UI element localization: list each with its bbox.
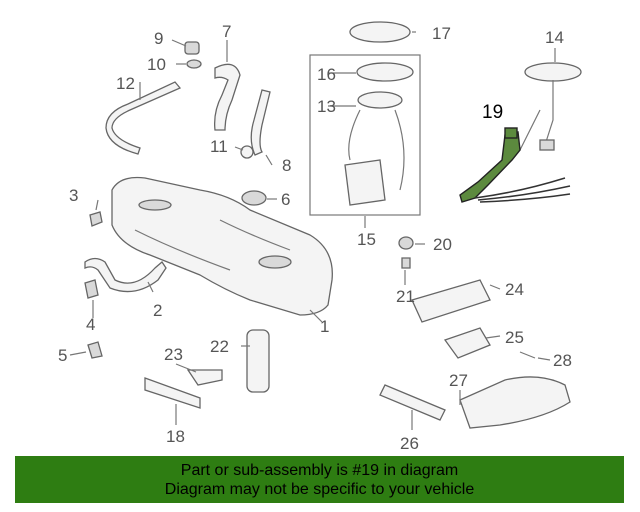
callout-24: 24 [505,280,524,299]
fuel-filter [411,279,491,323]
callout-27: 27 [449,371,468,390]
callout-25: 25 [505,328,524,347]
bolt-21 [401,257,411,269]
callout-3: 3 [69,186,78,205]
callout-13: 13 [317,97,336,116]
sending-unit [519,62,582,151]
part-info-banner: Part or sub-assembly is #19 in diagram D… [15,456,624,503]
part-19-highlighted [459,127,571,203]
callout-4: 4 [86,315,95,334]
callout-28: 28 [553,351,572,370]
callout-8: 8 [282,156,291,175]
grommet-3 [89,211,103,227]
callout-7: 7 [222,22,231,41]
fuel-tank [111,176,333,323]
cap-6 [241,190,267,206]
nut-4 [84,279,99,299]
hose-clamp [240,145,254,159]
filter-bracket [443,327,491,359]
tank-strap [84,257,167,293]
pin-28 [519,351,536,359]
fuel-cap [184,41,200,55]
callout-14: 14 [545,28,564,47]
grommet-20 [398,236,414,250]
bracket-26 [379,384,446,421]
vapor-canister [246,329,270,393]
callout-20: 20 [433,235,452,254]
bracket-18 [144,377,201,409]
banner-line-1: Part or sub-assembly is #19 in diagram [180,462,459,479]
cap-gasket [186,59,202,69]
callout-15: 15 [357,230,376,249]
callout-6: 6 [281,190,290,209]
vent-line [105,81,182,155]
callout-1: 1 [320,317,329,336]
callout-10: 10 [147,55,166,74]
heat-shield [459,376,571,429]
callout-12: 12 [116,74,135,93]
callout-11: 11 [210,137,228,156]
clip-5 [87,341,103,359]
lock-ring [349,21,411,43]
callout-19: 19 [482,102,503,123]
callout-labels: 1 2 3 4 5 6 7 8 9 10 11 12 13 14 15 16 1… [58,22,572,453]
pump-assembly-box [309,54,421,216]
callout-5: 5 [58,346,67,365]
callout-18: 18 [166,427,185,446]
parts-diagram: 1 2 3 4 5 6 7 8 9 10 11 12 13 14 15 16 1… [58,21,582,453]
bracket-23 [186,369,223,386]
callout-2: 2 [153,301,162,320]
callout-9: 9 [154,29,163,48]
banner-line-2: Diagram may not be specific to your vehi… [164,481,475,498]
callout-16: 16 [317,65,336,84]
leader-lines [69,31,556,430]
callout-17: 17 [432,24,451,43]
callout-22: 22 [210,337,229,356]
callout-26: 26 [400,434,419,453]
callout-21: 21 [396,287,415,306]
filler-hose [250,89,271,156]
callout-23: 23 [164,345,183,364]
filler-neck [214,63,241,131]
